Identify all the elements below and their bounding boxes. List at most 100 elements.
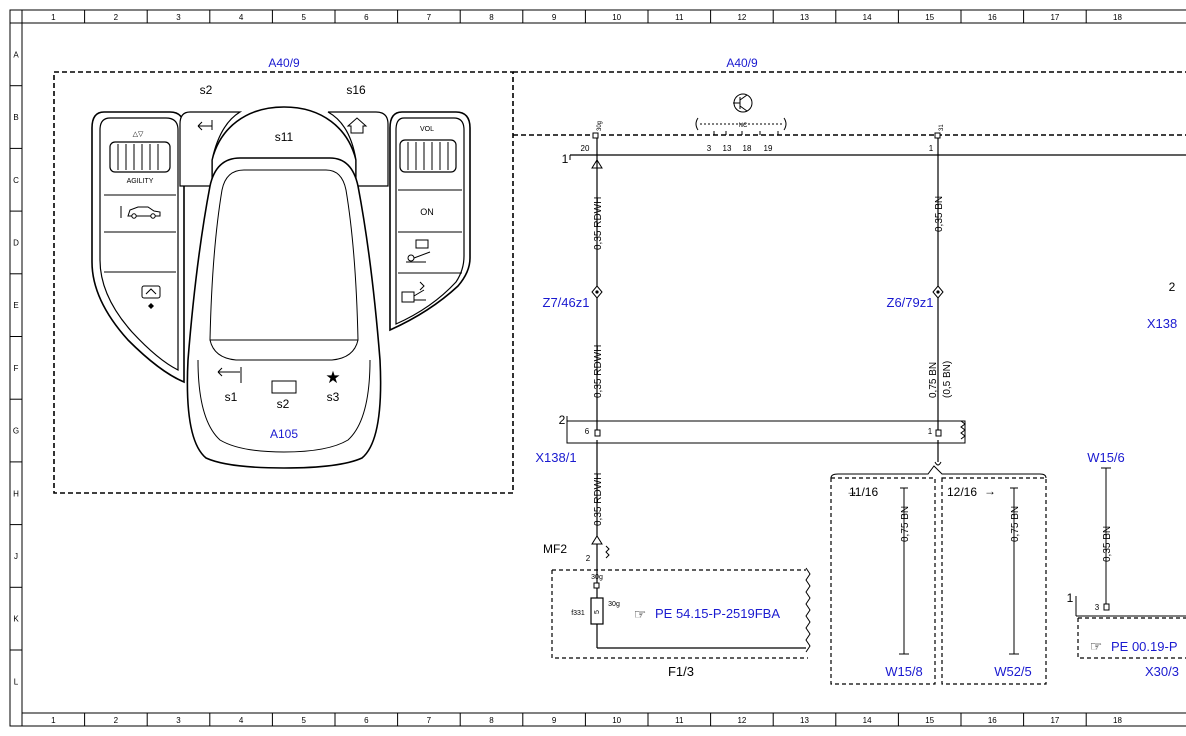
- column-number-7-top: 7: [427, 13, 432, 22]
- column-number-8-top: 8: [489, 13, 494, 22]
- on-label: ON: [420, 207, 434, 217]
- branch-ref-left: 11/16: [849, 485, 878, 499]
- controller-unit: A40/9 s2 s16 △▽ AGILITY: [53, 56, 514, 494]
- fuse-reference-link[interactable]: PE 54.15-P-2519FBA: [655, 606, 780, 621]
- right-edge-elements: W15/6 0,35 BN 2 X138 1 3 ☞ PE 00.19-P X3…: [1067, 280, 1186, 679]
- column-number-13-bottom: 13: [800, 716, 809, 725]
- column-number-17-bottom: 17: [1050, 716, 1059, 725]
- fuse-number: 5: [594, 610, 601, 614]
- column-number-10-top: 10: [612, 13, 621, 22]
- touchpad-label: A105: [270, 427, 298, 441]
- left-button-pod-inner: [99, 117, 179, 371]
- pin-1: 1: [929, 144, 934, 153]
- agility-arrows-icon: △▽: [133, 131, 144, 138]
- row-letter-F: F: [14, 364, 19, 373]
- row-letter-L: L: [14, 677, 19, 686]
- back-arrow-small-icon: [217, 367, 242, 383]
- column-number-11-bottom: 11: [675, 716, 684, 725]
- column-number-15-bottom: 15: [925, 716, 934, 725]
- volume-roller: [399, 139, 457, 173]
- wire-label-right-middle-alt: (0,5 BN): [942, 361, 953, 398]
- column-number-8-bottom: 8: [489, 716, 494, 725]
- pin-30g: 30g: [597, 121, 603, 131]
- x138-pin-6: 6: [585, 427, 590, 436]
- mf2-label: MF2: [543, 542, 567, 556]
- pin-31: 31: [939, 124, 945, 131]
- wire-label-right-middle: 0,75 BN: [928, 362, 939, 398]
- pin-13: 13: [723, 144, 732, 153]
- column-number-14-top: 14: [863, 13, 872, 22]
- column-number-11-top: 11: [675, 13, 684, 22]
- switch-label-s16: s16: [346, 83, 366, 97]
- touchpad-a105: [186, 157, 382, 469]
- x138-label: X138/1: [535, 450, 576, 465]
- menu-key-icon: [271, 380, 297, 394]
- wire-label-left-upper: 0,35 RDWH: [593, 197, 604, 250]
- column-number-10-bottom: 10: [612, 716, 621, 725]
- row-letter-A: A: [13, 50, 19, 59]
- column-number-15-top: 15: [925, 13, 934, 22]
- fuse-name: f331: [571, 610, 585, 617]
- x138-pin-1: 1: [928, 427, 933, 436]
- column-number-14-bottom: 14: [863, 716, 872, 725]
- wire-label-left-middle: 0,35 RDWH: [593, 345, 604, 398]
- nc-label: NC: [739, 123, 748, 129]
- parking-assist-icon: [401, 281, 426, 303]
- column-number-5-top: 5: [301, 13, 306, 22]
- connector-x138-1: 2 6 1 X138/1: [535, 413, 966, 465]
- column-number-9-top: 9: [552, 13, 557, 22]
- wire-bn: 0,35 BN 0,75 BN (0,5 BN) Z6/79z1: [887, 138, 953, 466]
- wire-label-branch-b: 0,75 BN: [1010, 506, 1021, 542]
- wire-label-w15-6: 0,35 BN: [1102, 526, 1113, 562]
- row-letter-G: G: [13, 427, 19, 436]
- star-icon: ★: [325, 368, 340, 387]
- switch-label-s1: s1: [225, 390, 238, 404]
- fuse-terminal-2: 30g: [608, 601, 620, 608]
- column-number-2-bottom: 2: [114, 716, 119, 725]
- fuse-terminal: 30g: [591, 574, 603, 581]
- wire-label-left-lower: 0,35 RDWH: [593, 473, 604, 526]
- hand-pointer-right-icon[interactable]: ☞: [1090, 638, 1103, 654]
- x138-number: 2: [559, 413, 566, 427]
- column-number-9-bottom: 9: [552, 716, 557, 725]
- controller-box-label: A40/9: [268, 56, 300, 70]
- branch-ref-right: 12/16: [947, 485, 977, 499]
- connector-box-a40-9: A40/9 NC 3 13 18 19 30g 20 31 1 1: [513, 56, 1186, 166]
- row-letter-B: B: [13, 113, 18, 122]
- splice-right-label: Z6/79z1: [887, 295, 934, 310]
- number-1-right: 1: [1067, 591, 1074, 605]
- fuse-box-f1-3: MF2 2 30g 5 f331 30g ☞ PE 54.15-P-2519FB…: [543, 542, 811, 679]
- splice-left-label: Z7/46z1: [543, 295, 590, 310]
- x30-cut-label: X30/3: [1145, 664, 1179, 679]
- switch-label-s2-bottom: s2: [277, 397, 290, 411]
- row-letter-C: C: [13, 176, 19, 185]
- column-number-12-bottom: 12: [737, 716, 746, 725]
- row-letter-H: H: [13, 489, 19, 498]
- pin-18: 18: [743, 144, 752, 153]
- right-reference-link[interactable]: PE 00.19-P: [1111, 639, 1178, 654]
- number-2-right: 2: [1169, 280, 1176, 294]
- column-number-2-top: 2: [114, 13, 119, 22]
- column-number-12-top: 12: [737, 13, 746, 22]
- column-number-4-bottom: 4: [239, 716, 244, 725]
- hand-pointer-icon[interactable]: ☞: [634, 606, 647, 622]
- column-number-18-bottom: 18: [1113, 716, 1122, 725]
- column-number-18-top: 18: [1113, 13, 1122, 22]
- car-icon: [120, 206, 161, 219]
- column-number-13-top: 13: [800, 13, 809, 22]
- home-key-s16: [327, 111, 389, 187]
- row-letter-K: K: [13, 615, 19, 624]
- row-letter-E: E: [13, 301, 18, 310]
- pin-19: 19: [764, 144, 773, 153]
- home-icon: [346, 117, 368, 134]
- switch-label-s11: s11: [275, 130, 294, 144]
- column-number-16-bottom: 16: [988, 716, 997, 725]
- wire-rdwh: 0,35 RDWH 0,35 RDWH 0,35 RDWH Z7/46z1: [543, 138, 604, 598]
- seat-adjust-icon: [141, 285, 161, 309]
- w15-6-label: W15/6: [1087, 450, 1125, 465]
- column-number-6-top: 6: [364, 13, 369, 22]
- pin-3-right: 3: [1095, 603, 1100, 612]
- column-number-3-bottom: 3: [176, 716, 181, 725]
- column-number-16-top: 16: [988, 13, 997, 22]
